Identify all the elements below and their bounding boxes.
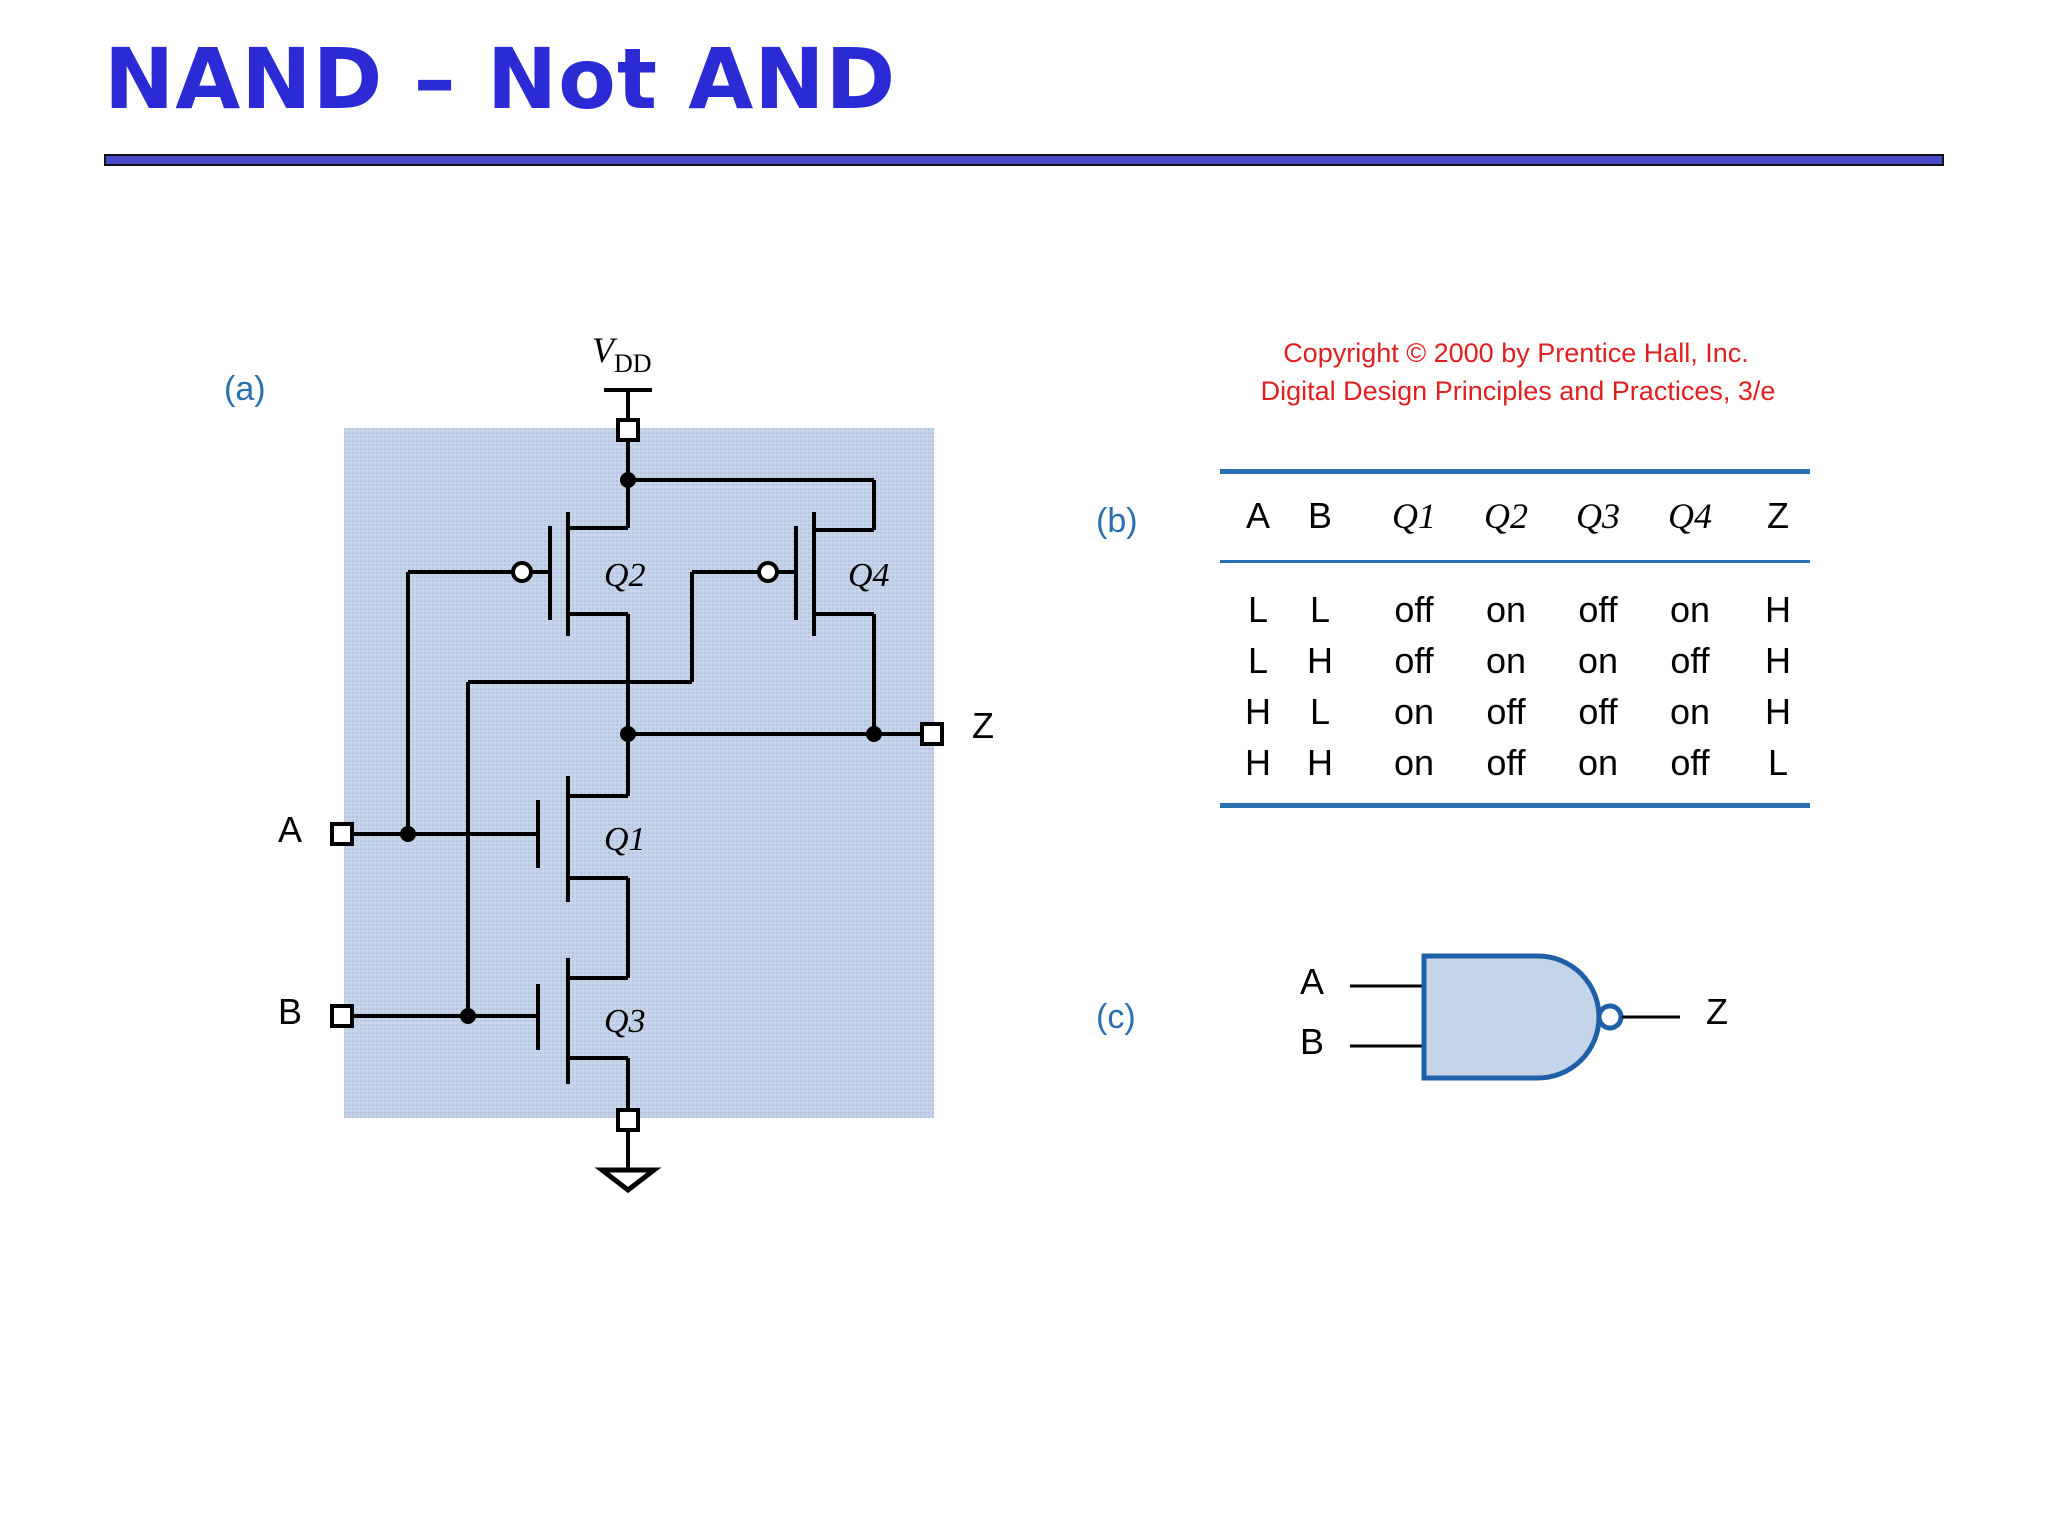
input-a-label: A: [278, 809, 302, 850]
junction-dot: [620, 472, 636, 488]
table-cell: H: [1307, 640, 1333, 681]
table-header-q3: Q3: [1576, 496, 1620, 536]
table-cell: L: [1310, 691, 1330, 732]
ground-terminal: [616, 1108, 640, 1132]
nand-gate-body: [1421, 953, 1602, 1081]
table-header-q1: Q1: [1392, 496, 1436, 536]
vdd-label: VDD: [592, 330, 652, 378]
table-cell: on: [1394, 742, 1434, 783]
nand-output-bubble: [1596, 1003, 1624, 1031]
part-c-label: (c): [1096, 998, 1136, 1036]
table-cell: off: [1670, 742, 1710, 783]
gate-input-a-label: A: [1300, 961, 1324, 1002]
input-b-label: B: [278, 991, 302, 1032]
cmos-circuit: (a) VDD: [224, 330, 994, 1194]
table-cell: H: [1765, 640, 1791, 681]
table-cell: off: [1486, 742, 1526, 783]
table-header-q4: Q4: [1668, 496, 1712, 536]
table-cell: on: [1578, 742, 1618, 783]
table-cell: off: [1486, 691, 1526, 732]
table-header-q2: Q2: [1484, 496, 1528, 536]
q4-label: Q4: [848, 557, 890, 594]
ground-symbol: [594, 1167, 662, 1194]
q3-label: Q3: [604, 1003, 646, 1040]
slide-title: NAND – Not AND: [104, 30, 897, 128]
table-cell: H: [1245, 742, 1271, 783]
nand-gate-symbol: (c) A B Z: [1096, 953, 1728, 1081]
part-a-label: (a): [224, 370, 266, 408]
output-z-label: Z: [972, 705, 994, 746]
input-a-terminal: [330, 822, 354, 846]
table-cell: on: [1394, 691, 1434, 732]
table-header-z: Z: [1767, 495, 1789, 536]
vdd-symbol: V: [592, 330, 618, 370]
junction-dot: [400, 826, 416, 842]
table-bottom-rule: [1220, 803, 1810, 808]
table-cell: H: [1245, 691, 1271, 732]
output-z-terminal: [920, 722, 944, 746]
junction-dot: [460, 1008, 476, 1024]
circuit-background-panel: [344, 428, 934, 1118]
input-b-terminal: [330, 1004, 354, 1028]
table-cell: on: [1670, 589, 1710, 630]
q2-label: Q2: [604, 557, 646, 594]
table-cell: off: [1670, 640, 1710, 681]
vdd-subscript: DD: [614, 349, 652, 378]
table-header-rule: [1220, 560, 1810, 563]
table-cell: H: [1765, 691, 1791, 732]
table-cell: on: [1486, 640, 1526, 681]
title-underline: [104, 154, 1944, 166]
gate-input-b-label: B: [1300, 1021, 1324, 1062]
table-cell: on: [1578, 640, 1618, 681]
table-cell: on: [1670, 691, 1710, 732]
table-cell: H: [1765, 589, 1791, 630]
table-cell: off: [1394, 589, 1434, 630]
q4-gate-bubble: [757, 561, 779, 583]
table-cell: off: [1394, 640, 1434, 681]
part-b-label: (b): [1096, 502, 1138, 540]
q1-label: Q1: [604, 821, 646, 858]
copyright-line-2: Digital Design Principles and Practices,…: [1261, 376, 1776, 406]
table-top-rule: [1220, 469, 1810, 474]
gate-output-label: Z: [1706, 991, 1728, 1032]
table-cell: L: [1248, 640, 1268, 681]
table-header-a: A: [1246, 495, 1270, 536]
junction-dot: [866, 726, 882, 742]
junction-dot: [620, 726, 636, 742]
table-cell: off: [1578, 691, 1618, 732]
table-header-b: B: [1308, 495, 1332, 536]
table-cell: L: [1310, 589, 1330, 630]
vdd-terminal: [616, 418, 640, 442]
q2-gate-bubble: [511, 561, 533, 583]
table-cell: L: [1768, 742, 1788, 783]
table-cell: off: [1578, 589, 1618, 630]
table-cell: on: [1486, 589, 1526, 630]
copyright-line-1: Copyright © 2000 by Prentice Hall, Inc.: [1283, 338, 1749, 368]
table-cell: H: [1307, 742, 1333, 783]
table-cell: L: [1248, 589, 1268, 630]
